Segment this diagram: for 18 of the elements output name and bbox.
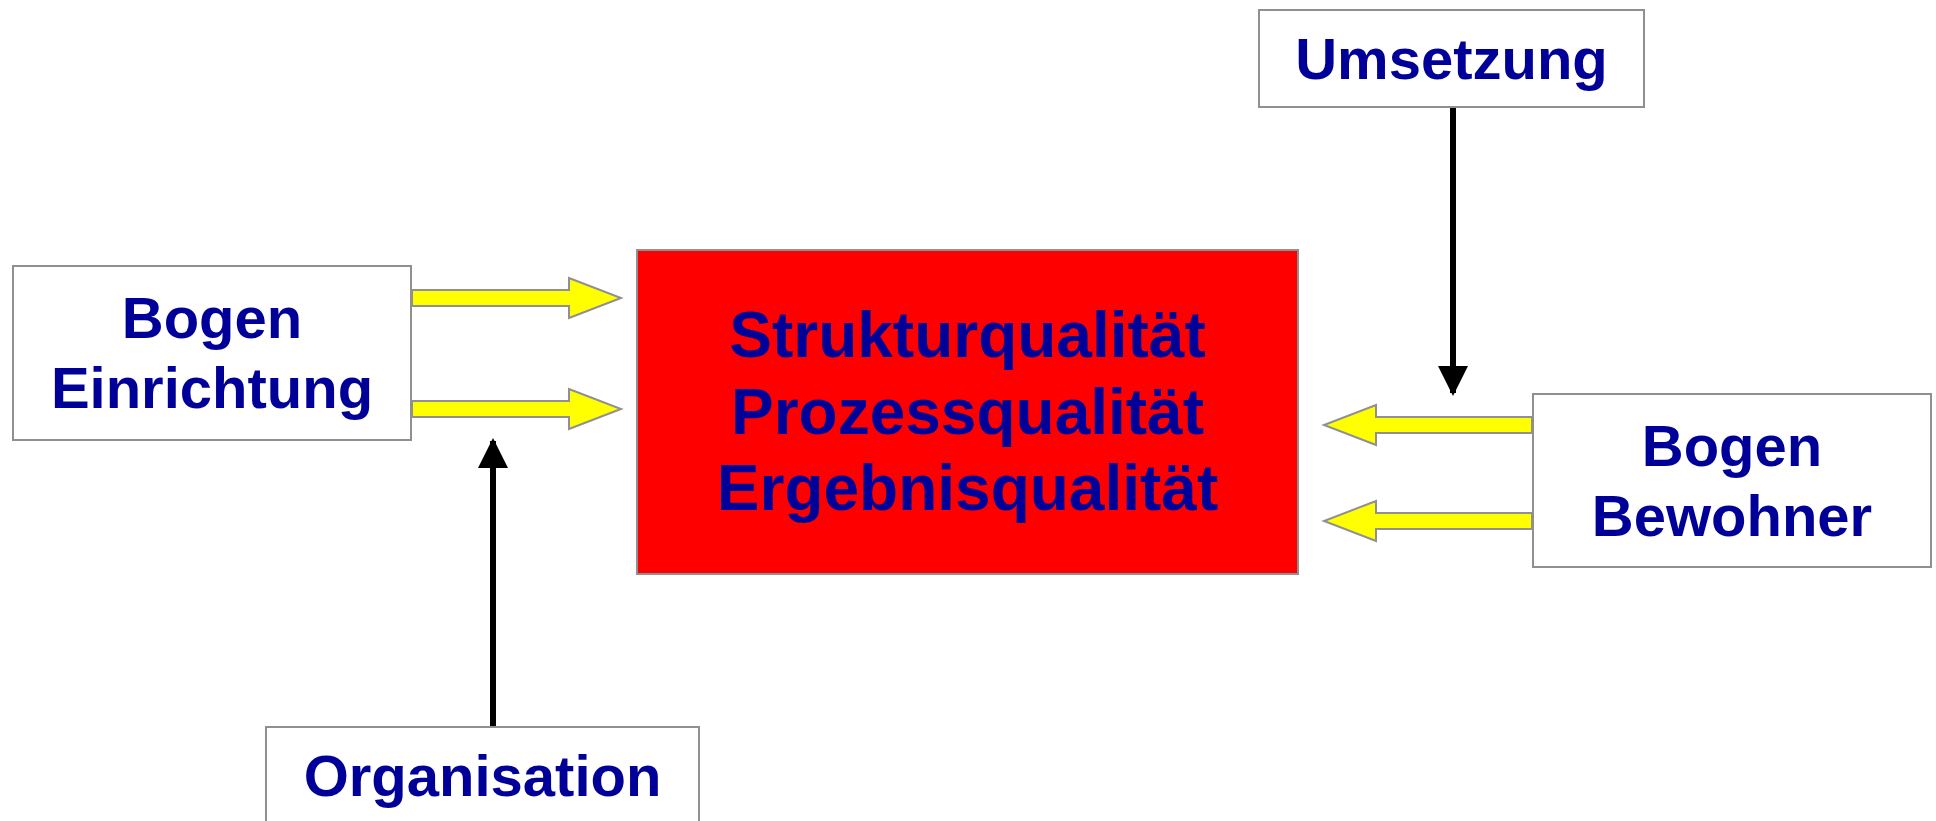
arrow [411, 276, 624, 320]
node-text: Umsetzung [1295, 24, 1608, 93]
arrow [411, 387, 624, 431]
node-text: Prozessqualität [731, 374, 1204, 450]
node-text: Organisation [303, 742, 662, 811]
arrow [1321, 403, 1533, 447]
source-box [12, 265, 412, 441]
node-text: Ergebnisqualität [716, 451, 1219, 527]
arrow [1438, 108, 1468, 396]
source-box [265, 726, 700, 821]
source-box [1532, 393, 1932, 568]
arrow [478, 438, 508, 726]
arrow [1321, 499, 1533, 543]
source-box [1258, 9, 1645, 108]
quality-box [636, 249, 1299, 575]
node-text: Bogen Bewohner [1590, 411, 1874, 550]
node-text: Strukturqualität [729, 297, 1206, 373]
node-text: Bogen Einrichtung [49, 284, 375, 422]
